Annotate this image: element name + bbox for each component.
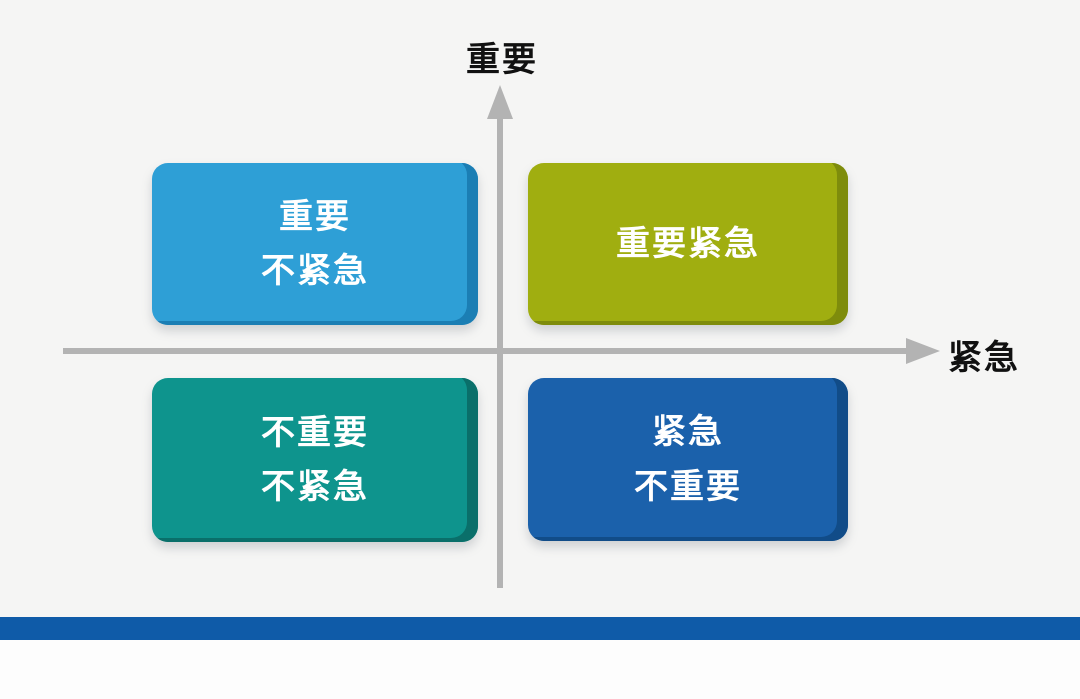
horizontal-axis-line	[63, 348, 908, 354]
quadrant-label-line: 不重要	[634, 467, 742, 506]
quadrant-not-important-not-urgent: 不重要 不紧急	[152, 378, 478, 542]
divider-bar	[0, 617, 1080, 640]
right-arrow-icon	[906, 338, 940, 364]
quadrant-label-line: 重要紧急	[616, 224, 760, 263]
up-arrow-icon	[487, 85, 513, 119]
quadrant-label-line: 不重要	[261, 413, 369, 452]
y-axis-label: 重要	[466, 41, 538, 79]
quadrant-urgent-not-important: 紧急 不重要	[528, 378, 848, 541]
x-axis-label: 紧急	[948, 339, 1020, 377]
quadrant-label-line: 重要	[279, 197, 351, 236]
caption-area: 图2 时间管理四象限	[0, 640, 1080, 699]
quadrant-label-line: 不紧急	[261, 252, 369, 290]
quadrant-important-not-urgent: 重要 不紧急	[152, 163, 478, 325]
quadrant-label-line: 紧急	[652, 413, 724, 452]
quadrant-label-line: 不紧急	[261, 468, 369, 506]
quadrant-important-urgent: 重要紧急	[528, 163, 848, 325]
